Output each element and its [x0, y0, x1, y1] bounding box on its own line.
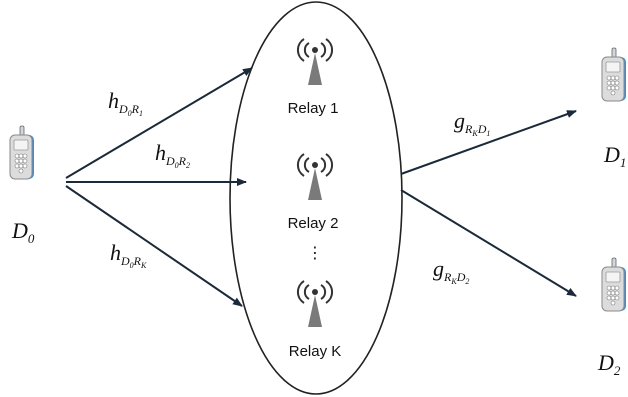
channel-h-d0-r2-label: hD0R2 — [155, 140, 190, 170]
relay-tower-icon — [296, 280, 334, 328]
arrow-relay-to-d1 — [400, 110, 577, 175]
channel-g-rk-d2-label: gRKD2 — [433, 256, 469, 286]
arrow-d0-to-relay1 — [65, 67, 253, 179]
destination-2-label: D2 — [597, 350, 621, 378]
source-node-label: D0 — [11, 218, 35, 246]
channel-h-d0-rk-label: hD0RK — [110, 240, 147, 270]
relay-2-label: Relay 2 — [288, 215, 339, 232]
channel-g-rk-d1-label: gRKD1 — [454, 108, 490, 138]
relay-ellipsis: ⋮ — [307, 245, 323, 262]
relay-tower-icon — [296, 153, 334, 201]
arrow-relay-to-d2 — [400, 189, 577, 297]
destination-1-label: D1 — [603, 142, 626, 170]
mobile-phone-icon — [601, 257, 627, 312]
relay-1-label: Relay 1 — [288, 100, 339, 117]
relay-k-label: Relay K — [289, 343, 342, 360]
relay-tower-icon — [296, 38, 334, 86]
relay-cluster-ellipse — [229, 1, 403, 395]
channel-h-d0-r1-label: hD0R1 — [108, 88, 143, 118]
mobile-phone-icon — [9, 125, 35, 180]
arrow-d0-to-relayk — [65, 185, 243, 307]
mobile-phone-icon — [601, 47, 627, 102]
